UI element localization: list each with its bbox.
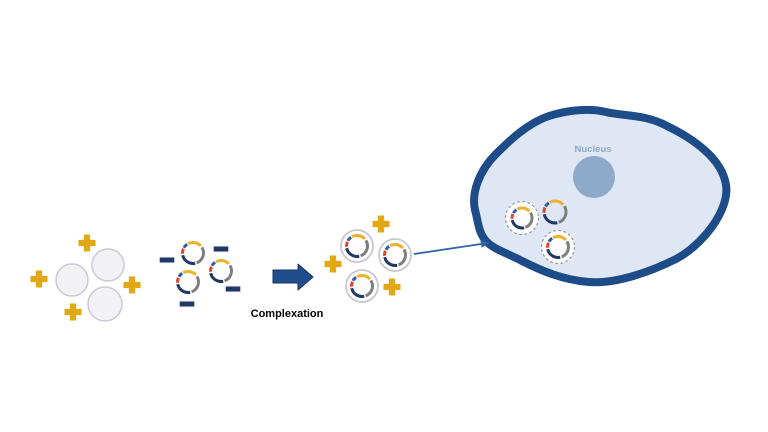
red-segment — [209, 266, 213, 272]
navy-segment — [546, 248, 561, 259]
positive-charge-icon — [324, 255, 342, 273]
positive-charge-icon — [78, 234, 96, 252]
gray-segment — [397, 248, 407, 267]
nucleus — [573, 156, 615, 198]
polymer-particle — [87, 286, 123, 322]
navy-segment — [510, 219, 525, 230]
red-segment — [383, 250, 387, 256]
blue-segment — [512, 208, 518, 214]
plasmid-icon — [350, 274, 374, 298]
gray-segment — [560, 240, 570, 259]
blue-segment — [384, 245, 391, 251]
positive-charge-icon — [123, 276, 141, 294]
positive-charge-icon — [30, 270, 48, 288]
positive-charge-icon — [372, 215, 390, 233]
navy-segment — [176, 283, 191, 294]
navy-segment — [345, 247, 360, 258]
blue-segment — [177, 272, 184, 278]
arrow-group — [272, 240, 490, 291]
complexation-label: Complexation — [251, 308, 324, 320]
gray-segment — [364, 279, 374, 298]
blue-segment — [210, 261, 217, 267]
gray-segment — [359, 239, 369, 258]
yellow-segment — [356, 274, 371, 281]
navy-segment — [383, 256, 398, 267]
navy-segment — [542, 213, 558, 225]
red-segment — [176, 277, 180, 283]
positive-charge-icon — [383, 278, 401, 296]
negative-charge-icon — [225, 285, 241, 293]
red-segment — [546, 242, 550, 248]
endosome-dashed-circle — [504, 200, 540, 236]
plasmid-icon — [383, 243, 407, 267]
polymer-group — [30, 234, 141, 322]
blue-segment — [346, 236, 353, 242]
plasmid-icon — [510, 206, 534, 230]
blue-segment — [351, 276, 358, 282]
positive-charge-icon — [64, 303, 82, 321]
yellow-segment — [351, 234, 366, 241]
yellow-segment — [215, 259, 230, 266]
navy-segment — [350, 287, 365, 298]
blue-segment — [544, 201, 550, 208]
gray-segment — [195, 246, 205, 265]
negative-charge-icon — [179, 300, 195, 308]
yellow-segment — [516, 206, 531, 213]
plasmid-icon — [209, 259, 233, 283]
polymer-particle — [55, 263, 89, 297]
negative-charge-icon — [213, 245, 229, 253]
polymer-particle — [91, 248, 125, 282]
delivery-arrow-head-icon — [480, 240, 490, 248]
polyplex-group — [324, 215, 412, 303]
gray-segment — [223, 264, 233, 283]
negative-charge-icon — [159, 256, 175, 264]
plasmid-icon — [181, 241, 205, 265]
plasmid-icon — [176, 270, 200, 294]
red-segment — [510, 213, 515, 219]
blue-segment — [182, 243, 189, 249]
cell-group — [470, 105, 731, 287]
red-segment — [345, 241, 349, 247]
plasmid-group — [159, 241, 241, 308]
complexation-arrow-icon — [272, 263, 314, 291]
plasmid-icon — [345, 234, 369, 258]
yellow-segment — [182, 270, 197, 277]
delivery-arrow-line — [413, 243, 482, 255]
navy-segment — [181, 254, 196, 265]
yellow-segment — [549, 199, 565, 206]
red-segment — [350, 281, 354, 287]
yellow-segment — [552, 235, 567, 242]
red-segment — [542, 206, 547, 213]
navy-segment — [209, 272, 224, 283]
nucleus-label: Nucleus — [575, 144, 612, 155]
gray-segment — [558, 205, 568, 224]
yellow-segment — [187, 241, 202, 248]
gray-segment — [190, 275, 200, 294]
yellow-segment — [389, 243, 404, 250]
gray-segment — [524, 211, 534, 229]
plasmid-icon — [546, 235, 570, 259]
red-segment — [181, 248, 185, 254]
plasmid-icon — [542, 199, 568, 225]
blue-segment — [547, 237, 554, 243]
